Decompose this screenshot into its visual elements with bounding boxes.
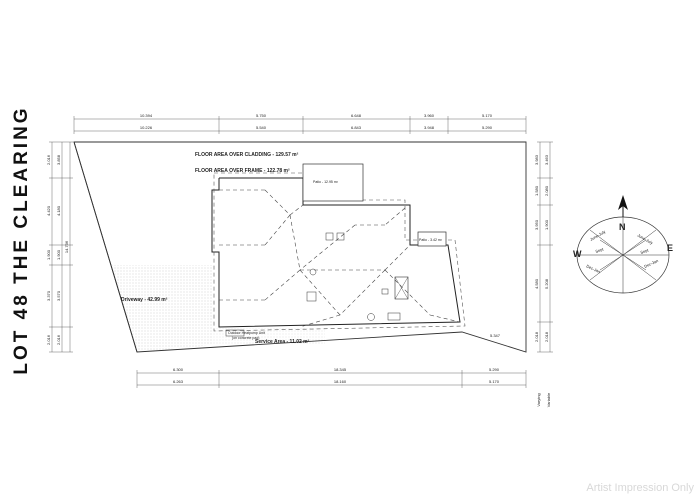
bottom-dim-1-2: 18.345 — [334, 367, 347, 372]
top-dim-1-2: 5.750 — [256, 113, 267, 118]
fixture-h — [381, 288, 389, 295]
fixture-i — [225, 329, 245, 337]
svg-text:4.420: 4.420 — [46, 205, 51, 216]
patio-1-label: Patio - 12.95 m² — [313, 180, 339, 184]
arc-label-2: June-July — [637, 233, 654, 246]
top-dim-2-4: 3.948 — [424, 125, 435, 130]
svg-text:2.016: 2.016 — [46, 154, 51, 165]
svg-text:3.950: 3.950 — [534, 219, 539, 230]
bottom-dim-2-1: 6.263 — [173, 379, 184, 384]
fixture-e — [394, 276, 409, 300]
svg-text:14.736: 14.736 — [64, 240, 69, 253]
top-dimensions — [73, 116, 527, 134]
svg-text:4.580: 4.580 — [534, 278, 539, 289]
arc-label-3: Sept — [595, 246, 605, 254]
right-dimensions — [537, 141, 553, 353]
arc-label-4: Sept — [640, 247, 650, 255]
fixture-c — [309, 268, 317, 276]
left-dimensions — [49, 141, 73, 353]
svg-text:2.016: 2.016 — [56, 334, 61, 345]
svg-text:1.900: 1.900 — [56, 249, 61, 260]
boundary-label: 5.347 — [490, 333, 501, 338]
arc-label-6: Dec-Jan — [643, 258, 659, 269]
top-dim-1-3: 6.648 — [351, 113, 362, 118]
svg-text:4.180: 4.180 — [56, 205, 61, 216]
bottom-dim-1-3: 5.290 — [489, 367, 500, 372]
compass — [576, 195, 670, 294]
compass-west: W — [573, 249, 582, 259]
patio-2 — [417, 231, 447, 247]
svg-text:3.570: 3.570 — [56, 290, 61, 301]
frame-area-label: FLOOR AREA OVER FRAME - 122.78 m² — [195, 168, 290, 174]
outdoor-unit-sublabel: (on concrete pad) — [232, 336, 259, 340]
top-dim-2-2: 5.540 — [256, 125, 267, 130]
svg-text:2.016: 2.016 — [46, 334, 51, 345]
fixture-g — [387, 312, 401, 321]
svg-text:3.858: 3.858 — [56, 154, 61, 165]
fixture-f — [367, 313, 375, 321]
left-dim-text: 2.016 4.420 1.900 3.370 2.016 3.858 4.18… — [46, 154, 69, 345]
fixture-a — [325, 232, 334, 241]
fixture-d — [306, 291, 317, 302]
fixture-b — [336, 232, 345, 241]
roof-lines — [219, 189, 461, 328]
svg-text:5.208: 5.208 — [544, 278, 549, 289]
service-area-label: Service Area - 11.02 m² — [255, 339, 310, 345]
service-area — [213, 328, 325, 345]
svg-text:2.018: 2.018 — [544, 331, 549, 342]
cladding-area-label: FLOOR AREA OVER CLADDING - 129.57 m² — [195, 152, 299, 158]
top-dim-2-5: 5.290 — [482, 125, 493, 130]
svg-text:Varying: Varying — [536, 393, 541, 406]
top-dim-2-3: 6.843 — [351, 125, 362, 130]
svg-text:2.018: 2.018 — [534, 331, 539, 342]
compass-east: E — [667, 243, 673, 253]
svg-text:2.080: 2.080 — [544, 185, 549, 196]
top-dim-1-5: 5.170 — [482, 113, 493, 118]
top-dim-1-1: 10.394 — [140, 113, 153, 118]
driveway-area — [112, 265, 213, 352]
bottom-dimensions — [136, 370, 527, 388]
bottom-dim-2-3: 5.170 — [489, 379, 500, 384]
svg-text:3.463: 3.463 — [544, 154, 549, 165]
patio-2-label: Patio - 3.42 m² — [419, 238, 443, 242]
svg-text:3.983: 3.983 — [534, 154, 539, 165]
boundary-left-inner — [73, 141, 138, 353]
north-arrow-icon — [618, 195, 628, 210]
driveway-label: Driveway - 42.99 m² — [121, 297, 168, 303]
svg-text:1.900: 1.900 — [544, 219, 549, 230]
patio-1 — [302, 163, 364, 202]
svg-text:1.900: 1.900 — [46, 249, 51, 260]
svg-text:Variable: Variable — [546, 392, 551, 407]
svg-text:3.370: 3.370 — [46, 290, 51, 301]
watermark: Artist Impression Only — [586, 482, 694, 494]
top-dim-2-1: 10.226 — [140, 125, 153, 130]
arc-label-5: Dec-Jan — [586, 263, 602, 274]
bottom-dim-1-1: 6.300 — [173, 367, 184, 372]
compass-north: N — [619, 222, 626, 232]
bottom-dim-2-2: 18.160 — [334, 379, 347, 384]
outdoor-unit-label: Outdoor Heatpump Unit — [228, 331, 265, 335]
top-dim-1-4: 3.960 — [424, 113, 435, 118]
svg-text:1.580: 1.580 — [534, 185, 539, 196]
right-dim-text: 3.983 1.580 3.950 4.580 2.018 3.463 2.08… — [534, 154, 551, 407]
